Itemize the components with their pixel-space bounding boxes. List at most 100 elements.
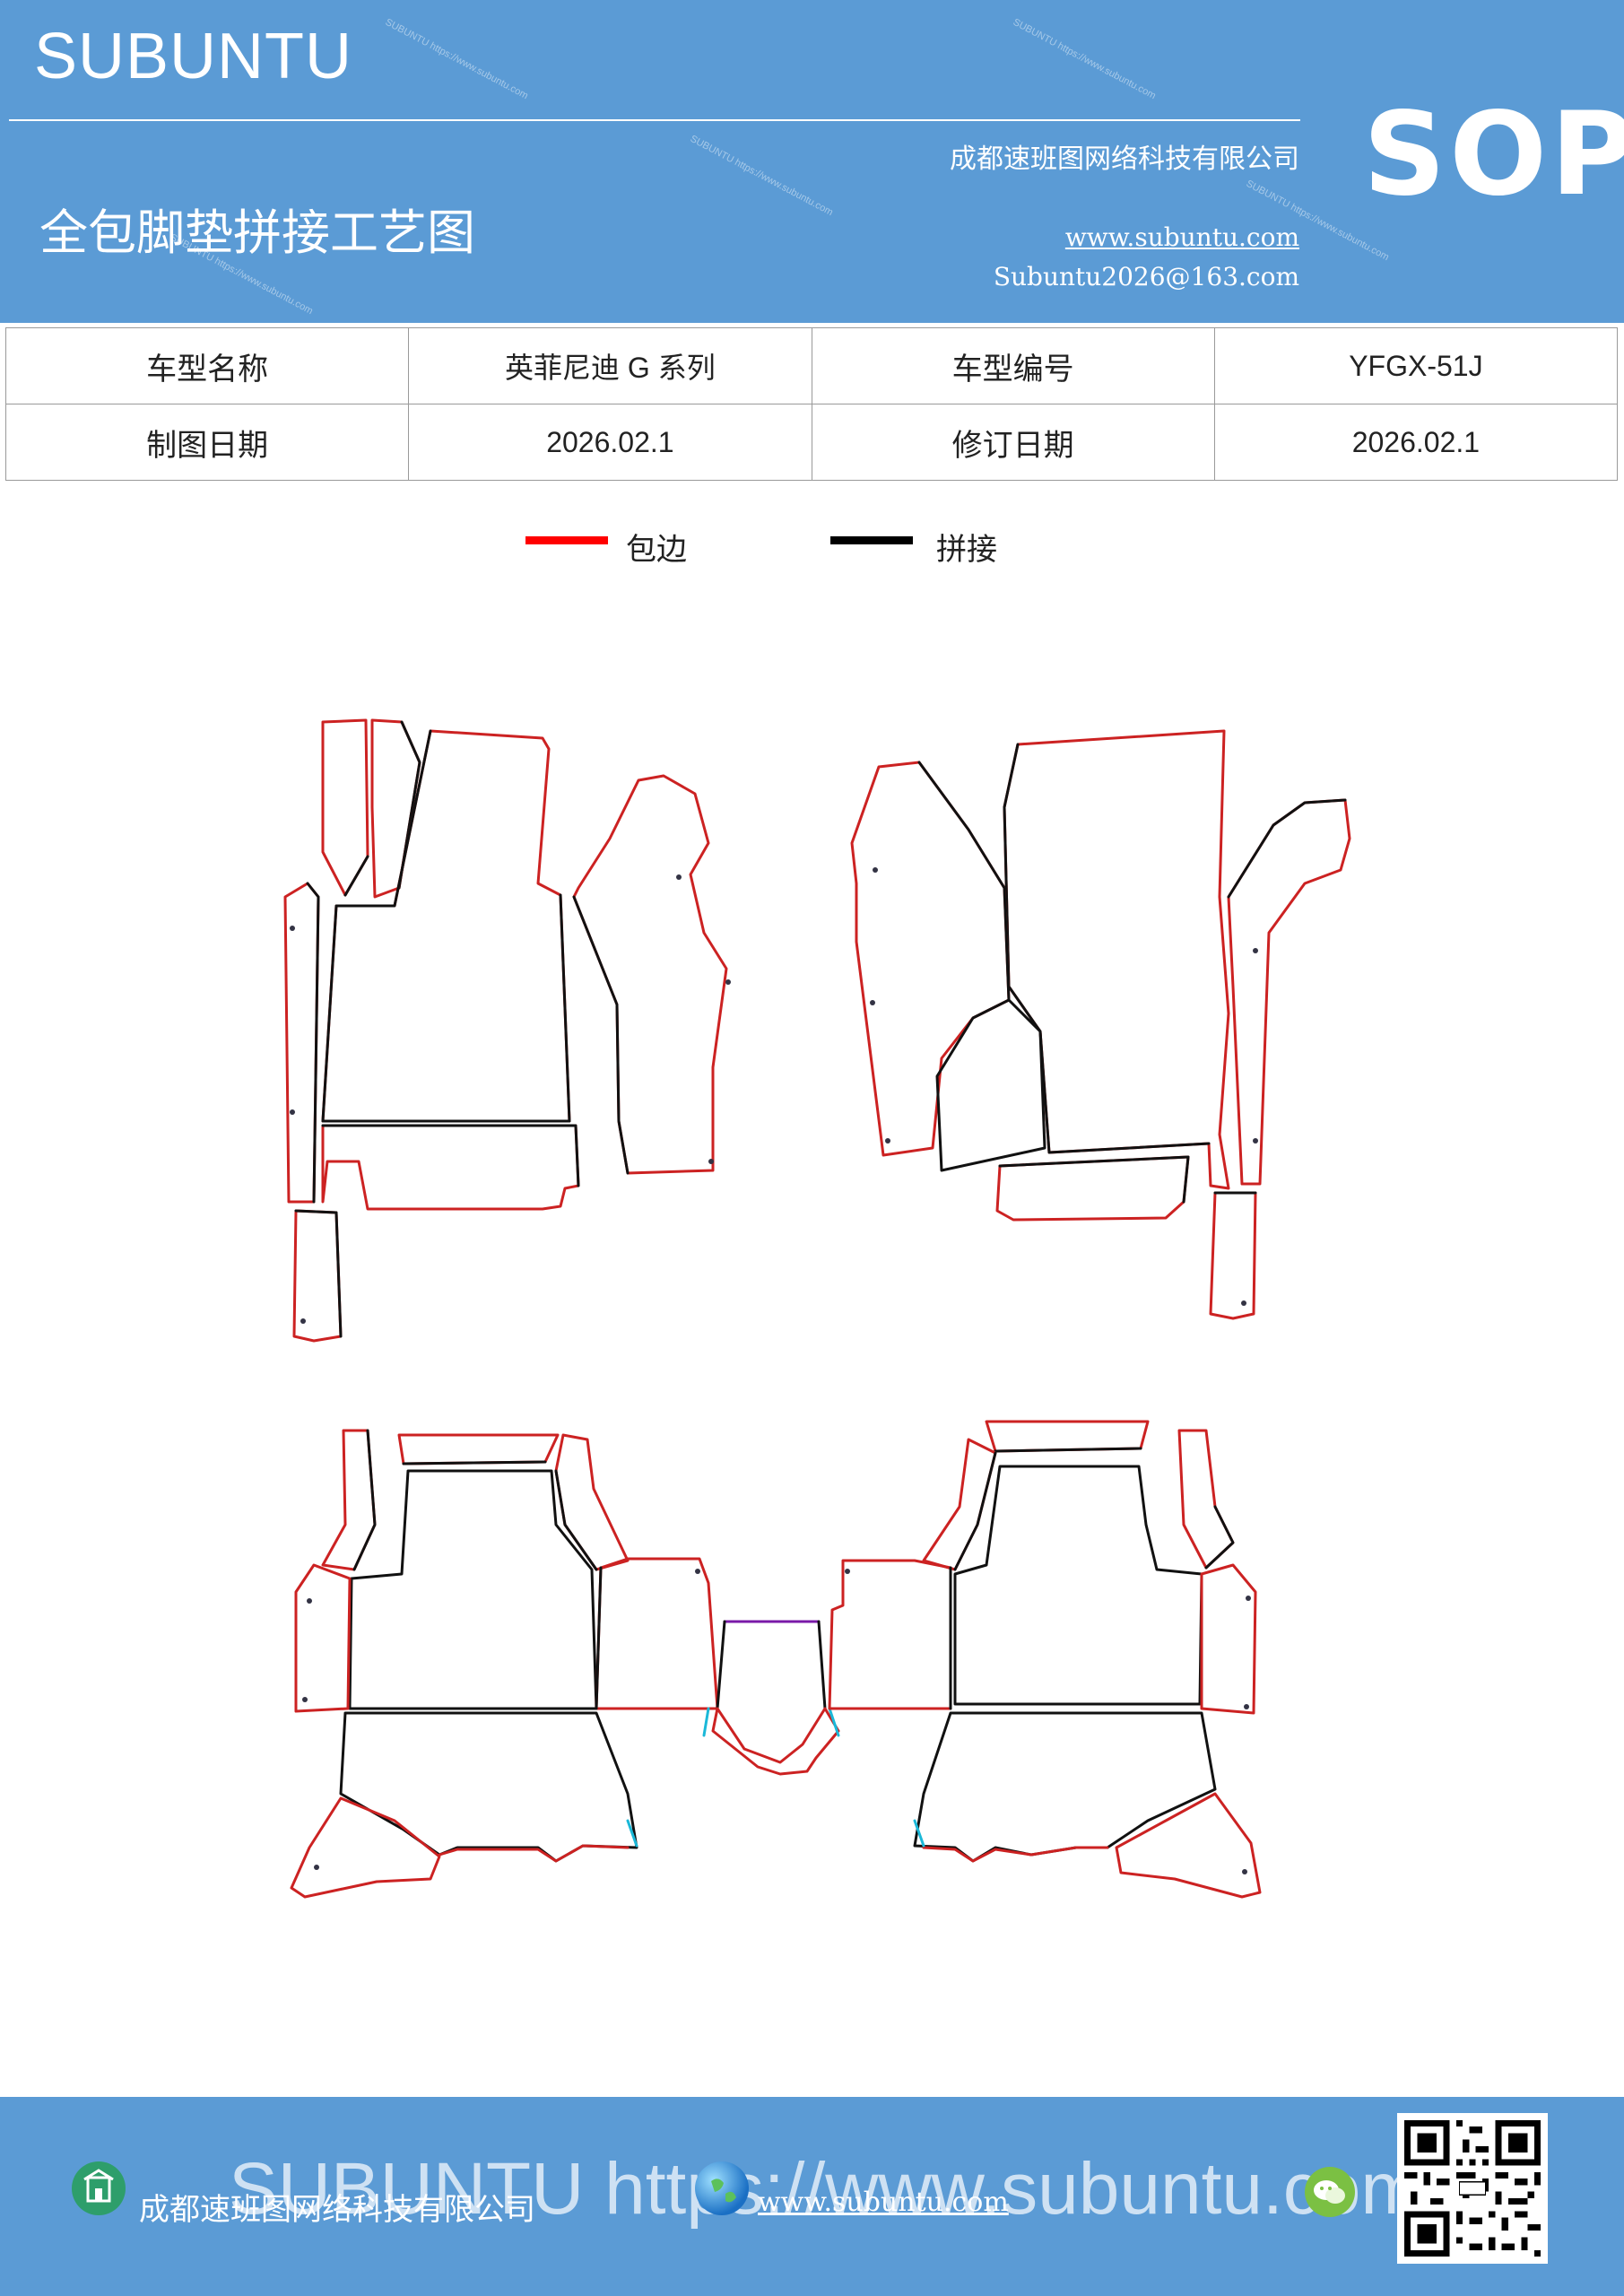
value-cell: 2026.02.1 — [408, 404, 812, 481]
footer-website-link[interactable]: www.subuntu.com — [758, 2187, 1009, 2218]
mat-piece — [343, 855, 369, 897]
mounting-hole — [845, 1569, 850, 1574]
mounting-hole — [676, 874, 682, 880]
mat-piece — [572, 774, 728, 1175]
value-cell: 2026.02.1 — [1213, 404, 1619, 481]
mat-piece — [321, 1429, 377, 1571]
label-cell: 车型名称 — [4, 327, 410, 404]
mat-piece — [953, 1465, 1203, 1706]
brand-name: SUBUNTU — [34, 21, 353, 92]
mounting-hole — [302, 1697, 308, 1702]
company-name: 成都速班图网络科技有限公司 — [950, 144, 1299, 175]
mat-piece — [397, 1433, 560, 1465]
mat-piece — [1204, 1505, 1235, 1570]
mounting-hole — [1253, 948, 1258, 953]
mat-piece — [572, 895, 630, 1175]
wechat-icon — [1305, 2167, 1355, 2217]
mat-piece — [1003, 729, 1230, 1190]
mounting-hole — [725, 979, 731, 985]
mat-piece — [985, 1420, 1150, 1453]
mounting-hole — [314, 1865, 319, 1870]
watermark-text: SUBUNTU https://www.subuntu.com — [383, 16, 530, 102]
building-icon — [72, 2161, 126, 2215]
mat-piece — [554, 1433, 630, 1571]
website-link[interactable]: www.subuntu.com — [1064, 222, 1299, 252]
page-header: SUBUNTU https://www.subuntu.com SUBUNTU … — [0, 0, 1624, 323]
mat-piece — [995, 1155, 1190, 1222]
mat-piece — [828, 1559, 952, 1710]
mat-piece — [321, 1124, 580, 1187]
center-tunnel-mat — [702, 1620, 840, 1776]
mounting-hole — [290, 926, 295, 931]
mat-piece — [994, 1447, 1142, 1453]
mat-piece — [306, 882, 320, 1204]
value-cell: YFGX-51J — [1213, 327, 1619, 404]
mat-piece — [711, 1707, 840, 1776]
contact-email: Subuntu2026@163.com — [993, 262, 1299, 291]
mounting-hole — [1253, 1138, 1258, 1144]
mat-piece — [294, 1563, 352, 1713]
value-cell: 英菲尼迪 G 系列 — [408, 327, 812, 404]
mat-piece — [402, 1460, 547, 1465]
watermark-text: SUBUNTU https://www.subuntu.com — [1011, 16, 1158, 102]
mat-piece — [321, 729, 571, 1123]
mounting-hole — [307, 1598, 312, 1604]
mat-piece — [1200, 1563, 1257, 1715]
legend-label-seam: 拼接 — [936, 532, 997, 568]
mat-piece — [913, 1819, 925, 1848]
mounting-hole — [1246, 1596, 1251, 1601]
seam-line-swatch — [830, 536, 913, 544]
globe-icon-glyph — [711, 2179, 736, 2203]
mat-piece — [1227, 798, 1351, 1186]
watermark-text: SUBUNTU https://www.subuntu.com — [688, 133, 835, 219]
mat-piece — [290, 1796, 441, 1899]
legend-label-edge: 包边 — [626, 532, 687, 568]
mounting-hole — [1244, 1704, 1249, 1709]
mat-piece — [913, 1711, 1217, 1863]
page-footer: SUBUNTU https://www.subuntu.com 成都速班图网络科… — [0, 2097, 1624, 2296]
mounting-hole — [708, 1159, 714, 1164]
label-cell: 修订日期 — [811, 404, 1215, 481]
mat-piece — [917, 761, 1011, 1002]
mounting-hole — [300, 1318, 306, 1324]
mat-piece — [1227, 798, 1347, 899]
mat-piece — [339, 1711, 638, 1863]
mat-piece — [1209, 1191, 1257, 1320]
wechat-icon-glyph — [1314, 2180, 1345, 2204]
mat-piece — [922, 1846, 1109, 1863]
mat-piece — [595, 1566, 603, 1710]
qr-code — [1397, 2113, 1548, 2264]
mat-piece — [922, 1438, 997, 1571]
globe-icon — [695, 2161, 749, 2215]
mat-piece — [1177, 1429, 1235, 1570]
mounting-hole — [290, 1109, 295, 1115]
mat-piece — [935, 998, 1046, 1172]
header-divider — [9, 119, 1300, 121]
label-cell: 车型编号 — [811, 327, 1215, 404]
mounting-hole — [873, 867, 878, 873]
mat-piece — [626, 1819, 638, 1848]
floor-mat-pattern-drawing — [283, 718, 1351, 1899]
mat-piece — [850, 761, 1011, 1157]
mat-piece — [998, 1155, 1190, 1204]
qr-code-pattern — [1404, 2120, 1541, 2257]
front-left-mat-group — [283, 718, 731, 1343]
table-row: 车型名称 英菲尼迪 G 系列 车型编号 YFGX-51J — [4, 327, 1619, 404]
page-title: 全包脚垫拼接工艺图 — [39, 204, 475, 261]
mat-piece — [294, 1209, 343, 1338]
mat-piece — [1003, 743, 1211, 1154]
mat-piece — [321, 729, 571, 1123]
footer-watermark-banner: SUBUNTU https://www.subuntu.com — [229, 2148, 1422, 2230]
mat-piece — [1115, 1792, 1262, 1899]
rear-left-mat-group — [290, 1429, 719, 1899]
line-legend: 包边 拼接 — [0, 525, 1624, 578]
mat-piece — [595, 1557, 719, 1710]
mat-piece — [348, 1469, 598, 1710]
mat-piece — [438, 1844, 630, 1863]
sop-badge: SOP — [1363, 88, 1624, 222]
footer-company-name: 成都速班图网络科技有限公司 — [139, 2192, 535, 2228]
front-right-mat-group — [850, 729, 1351, 1320]
mounting-hole — [870, 1000, 875, 1005]
mounting-hole — [1241, 1300, 1246, 1306]
mounting-hole — [885, 1138, 890, 1144]
